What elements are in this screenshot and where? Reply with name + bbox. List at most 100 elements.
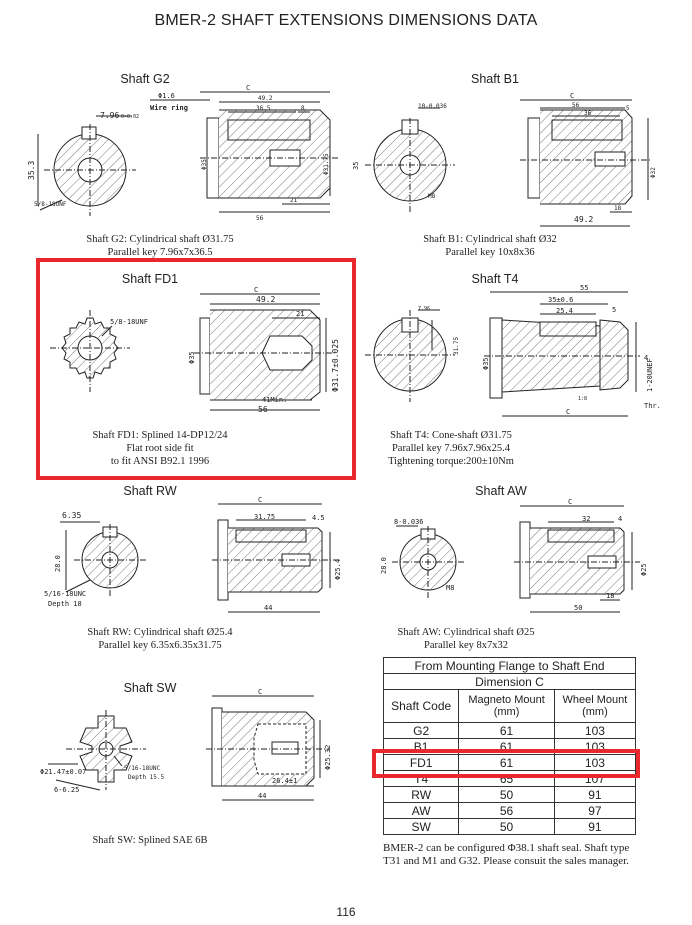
rw-key: 6.35	[62, 511, 81, 520]
aw-l4: 50	[574, 604, 582, 612]
t4-l0: 55	[580, 284, 588, 292]
t4-d1: Φ35	[482, 357, 490, 370]
cell-code: SW	[382, 818, 460, 835]
panel-title-b1: Shaft B1	[471, 72, 519, 86]
caption-g2-1: Shaft G2: Cylindrical shaft Ø31.75	[86, 234, 234, 245]
rw-l1: 31.75	[254, 513, 275, 521]
t4-n: 4	[644, 354, 648, 362]
caption-sw-1: Shaft SW: Splined SAE 6B	[92, 835, 208, 846]
highlight-box-fd1-row	[372, 749, 640, 778]
cell-code: G2	[382, 722, 460, 739]
cell-magneto: 61	[458, 722, 555, 739]
caption-g2-2: Parallel key 7.96x7x36.5	[107, 247, 213, 258]
caption-rw-1: Shaft RW: Cylindrical shaft Ø25.4	[87, 627, 233, 638]
cell-code: RW	[382, 786, 460, 803]
b1-dia: 35	[352, 162, 360, 170]
b1-l1: 56	[572, 102, 580, 109]
fd1-c: C	[254, 286, 258, 294]
panel-title-g2: Shaft G2	[120, 72, 170, 86]
rw-l2: 4.5	[312, 514, 325, 522]
sw-w: 6-6.25	[54, 786, 79, 794]
cell-code: AW	[382, 802, 460, 819]
g2-key: 7.96	[100, 111, 119, 120]
t4-key: 7.96	[418, 306, 430, 312]
aw-l1: 32	[582, 515, 590, 523]
g2-thread: 5/8-18UNF	[34, 201, 67, 208]
rw-l3: 44	[264, 604, 272, 612]
sw-thread: 5/16-18UNC	[124, 765, 161, 772]
highlight-box-fd1	[36, 258, 356, 480]
panel-title-aw: Shaft AW	[475, 484, 527, 498]
caption-t4-3: Tightening torque:200±10Nm	[388, 456, 514, 467]
caption-t4-1: Shaft T4: Cone-shaft Ø31.75	[390, 430, 512, 441]
t4-c: C	[566, 408, 570, 416]
caption-b1-1: Shaft B1: Cylindrical shaft Ø32	[423, 234, 557, 245]
g2-l1: 49.2	[258, 95, 273, 102]
rw-depth: Depth 18	[48, 600, 82, 608]
fd1-l1: 49.2	[256, 295, 275, 304]
cell-wheel: 91	[553, 818, 637, 835]
col-magneto-unit: (mm)	[493, 706, 520, 718]
aw-dia: 28.0	[380, 557, 388, 574]
col-magneto: Magneto Mount(mm)	[458, 689, 555, 723]
t4-thr: Thr.	[644, 402, 661, 410]
g2-l2: 36.5	[256, 105, 271, 112]
aw-l2: 4	[618, 515, 622, 523]
caption-aw-1: Shaft AW: Cylindrical shaft Ø25	[397, 627, 535, 638]
cell-magneto: 50	[458, 818, 555, 835]
b1-l3: 5	[626, 105, 630, 112]
b1-l4: 18	[614, 205, 622, 212]
b1-l2: 36	[584, 110, 592, 117]
caption-fd1-2: Flat root side fit	[126, 443, 194, 454]
panel-title-t4: Shaft T4	[471, 272, 519, 286]
rw-thread: 5/16-18UNC	[44, 590, 86, 598]
sw-depth: Depth 15.5	[128, 774, 165, 781]
fd1-l4: 56	[258, 405, 268, 414]
t4-l2: 25.4	[556, 307, 573, 315]
g2-keytol: 0-0.02	[121, 114, 139, 120]
sw-d0: Φ21.47±0.07	[40, 768, 86, 776]
t4-th: 1-20UNEF	[646, 358, 654, 392]
col-magneto-label: Magneto Mount	[468, 694, 545, 706]
rw-dia: 28.0	[54, 555, 62, 572]
table-subtitle: Dimension C	[383, 673, 636, 690]
panel-title-sw: Shaft SW	[123, 681, 177, 695]
panel-title-fd1: Shaft FD1	[121, 272, 179, 286]
cell-wheel: 103	[553, 722, 637, 739]
fd1-thread: 5/8-18UNF	[110, 318, 148, 326]
sw-c: C	[258, 688, 262, 696]
rw-c: C	[258, 496, 262, 504]
fd1-l2: 21	[296, 310, 304, 318]
aw-d1: Φ25	[640, 563, 648, 576]
aw-l3: 18	[606, 592, 614, 600]
g2-l4: 21	[290, 197, 298, 204]
g2-phi: Φ1.6	[158, 92, 175, 100]
t4-l1: 35±0.6	[548, 296, 573, 304]
caption-b1-2: Parallel key 10x8x36	[445, 247, 535, 258]
page-title: BMER-2 SHAFT EXTENSIONS DIMENSIONS DATA	[154, 12, 538, 29]
dimension-table: From Mounting Flange to Shaft End Dimens…	[382, 657, 637, 835]
b1-c: C	[570, 92, 574, 100]
caption-aw-2: Parallel key 8x7x32	[424, 640, 508, 651]
b1-l5: 49.2	[574, 215, 593, 224]
fd1-l3: 41Min.	[262, 396, 287, 404]
aw-key: 8-0.036	[394, 518, 424, 526]
g2-d2: Φ31.75	[323, 153, 330, 175]
caption-fd1-1: Shaft FD1: Splined 14-DP12/24	[92, 430, 228, 441]
aw-m: M8	[446, 584, 454, 592]
cell-wheel: 91	[553, 786, 637, 803]
cell-magneto: 56	[458, 802, 555, 819]
g2-c: C	[246, 84, 250, 92]
g2-wire: Wire ring	[150, 104, 188, 112]
caption-t4-2: Parallel key 7.96x7.96x25.4	[391, 443, 511, 454]
col-wheel-unit: (mm)	[582, 706, 608, 718]
t4-dia: 31.75	[453, 337, 460, 355]
